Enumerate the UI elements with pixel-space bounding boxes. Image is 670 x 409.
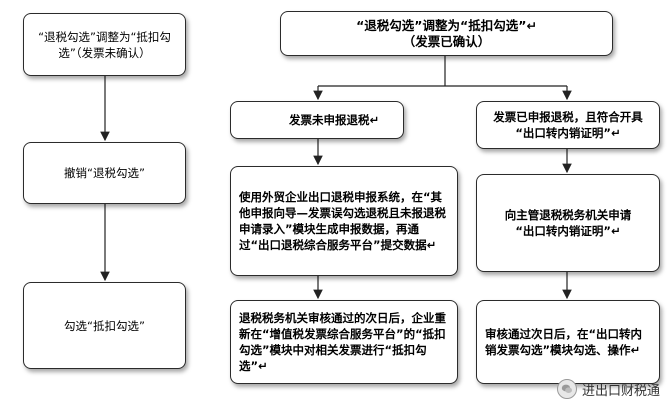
watermark-text: 进出口财税通 bbox=[581, 383, 660, 399]
node-invoice-declared: 发票已申报退税，且符合开具 “出口转内销证明”↵ bbox=[476, 101, 660, 149]
node-tax-refund-unconfirmed: “退税勾选”调整为“抵扣勾 选”（发票未确认） bbox=[23, 13, 186, 76]
node-select-deduction: 勾选“抵扣勾选” bbox=[23, 282, 186, 369]
wechat-icon bbox=[556, 379, 577, 399]
watermark: 进出口财税通 bbox=[556, 379, 660, 399]
node-cancel-refund-selection: 撤销“退税勾选” bbox=[23, 142, 186, 204]
node-invoice-not-declared: 发票未申报退税↵ bbox=[230, 101, 404, 139]
node-tax-refund-confirmed: “退税勾选”调整为“抵扣勾选”↵ （发票已确认） bbox=[280, 11, 613, 56]
node-select-export-to-domestic-invoice: 审核通过次日后，在“出口转内销发票勾选”模块勾选、操作↵ bbox=[476, 300, 660, 384]
node-generate-declaration-data: 使用外贸企业出口退税申报系统，在“其他申报向导—发票误勾选退税且未报退税申请录入… bbox=[230, 166, 458, 276]
node-reselect-deduction: 退税税务机关审核通过的次日后，企业重新在“增值税发票综合服务平台”的“抵扣勾选”… bbox=[230, 300, 458, 384]
node-apply-export-to-domestic-certificate: 向主管退税税务机关申请 “出口转内销证明”↵ bbox=[476, 174, 660, 272]
